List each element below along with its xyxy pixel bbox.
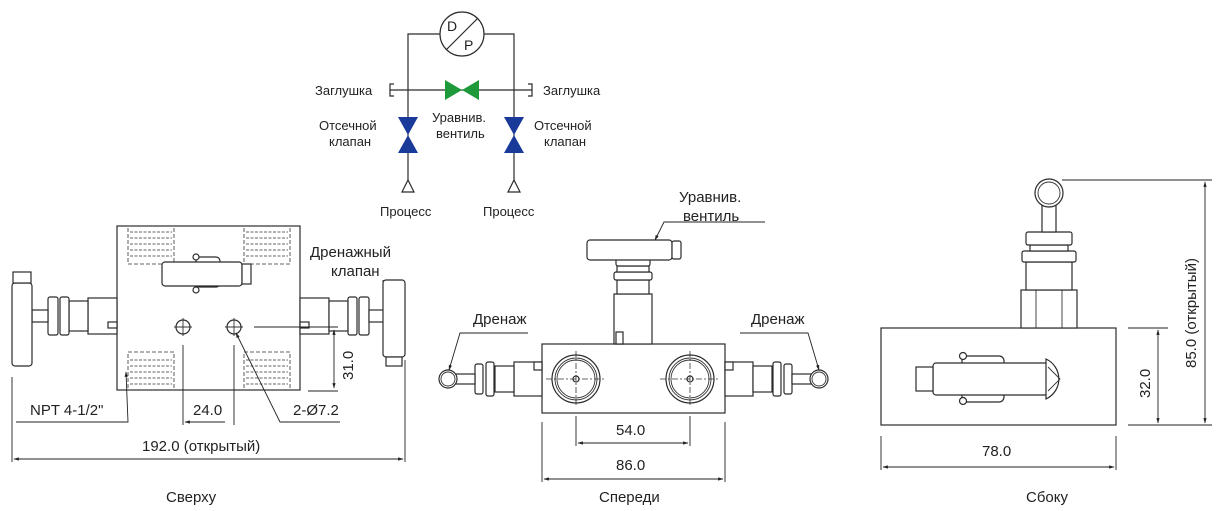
front-ports <box>546 351 720 407</box>
front-right-drain <box>724 361 829 397</box>
process-right-label: Процесс <box>483 204 535 219</box>
equalizing-valve-label-1: Уравнив. <box>432 110 486 125</box>
drain-right-label: Дренаж <box>751 311 805 328</box>
dim-hole-spacing: 24.0 <box>193 402 222 419</box>
side-view: 78.0 32.0 85.0 (открытый) Сбоку <box>880 178 1212 506</box>
plug-left-label: Заглушка <box>315 83 373 98</box>
drain-left-label: Дренаж <box>473 311 527 328</box>
block-valve-left-label-1: Отсечной <box>319 118 377 133</box>
equalizing-valve-label-2: вентиль <box>683 208 739 225</box>
dim-holes: 2-Ø7.2 <box>293 402 339 419</box>
side-handle <box>915 351 1061 406</box>
mounting-holes <box>174 318 243 336</box>
left-impulse-line <box>407 33 440 180</box>
block-valve-right-label-2: клапан <box>544 134 586 149</box>
process-left-icon <box>401 178 415 193</box>
top-view-title: Сверху <box>166 489 217 506</box>
equalizing-valve-icon <box>445 80 479 100</box>
top-left-block-valve <box>11 271 118 367</box>
dim-total-height: 85.0 (открытый) <box>1183 258 1200 368</box>
top-body <box>116 225 301 391</box>
dim-width: 78.0 <box>982 443 1011 460</box>
side-top-valve <box>1020 178 1078 329</box>
schematic: D P Заглушка Заглушка Отсечной клапан От… <box>315 11 601 219</box>
plug-right-label: Заглушка <box>543 83 601 98</box>
block-valve-left-label-2: клапан <box>329 134 371 149</box>
thread-label: NPT 4-1/2" <box>30 402 103 419</box>
thread-ports <box>127 225 291 391</box>
equalizing-valve-label-2: вентиль <box>436 126 485 141</box>
leader-equalizing <box>654 221 765 241</box>
dim-port-spacing: 54.0 <box>616 422 645 439</box>
dp-gauge-icon: D P <box>439 11 485 57</box>
dim-height: 31.0 <box>340 351 357 380</box>
block-valve-right-label-1: Отсечной <box>534 118 592 133</box>
dim-body-height: 32.0 <box>1137 369 1154 398</box>
gauge-label-d: D <box>447 18 457 34</box>
front-view-title: Спереди <box>599 489 660 506</box>
process-left-label: Процесс <box>380 204 432 219</box>
dim-body-width: 86.0 <box>616 457 645 474</box>
front-view: Уравнив. вентиль Дренаж Дренаж 54.0 86.0… <box>438 189 829 506</box>
side-view-title: Сбоку <box>1026 489 1068 506</box>
plug-right-icon <box>528 83 533 97</box>
front-left-drain <box>438 361 543 397</box>
dim-total-width: 192.0 (открытый) <box>142 438 260 455</box>
front-equalizing-valve <box>586 239 682 345</box>
leader-drain-right <box>740 332 820 371</box>
plug-left-icon <box>389 83 394 97</box>
top-right-block-valve <box>299 279 406 367</box>
leader-holes <box>235 332 340 423</box>
equalizing-valve-label-1: Уравнив. <box>679 189 741 206</box>
leader-npt <box>16 371 129 423</box>
block-valve-right-icon <box>504 117 524 153</box>
gauge-label-p: P <box>464 37 473 53</box>
leader-drain-left <box>448 332 528 371</box>
top-equalizing-handle <box>161 253 252 294</box>
top-view: NPT 4-1/2" 24.0 2-Ø7.2 192.0 (открытый) … <box>11 225 406 506</box>
drain-valve-label-1: Дренажный <box>310 244 391 261</box>
right-impulse-line <box>484 33 515 180</box>
drain-valve-label-2: клапан <box>331 263 380 280</box>
block-valve-left-icon <box>398 117 418 153</box>
process-right-icon <box>507 178 521 193</box>
